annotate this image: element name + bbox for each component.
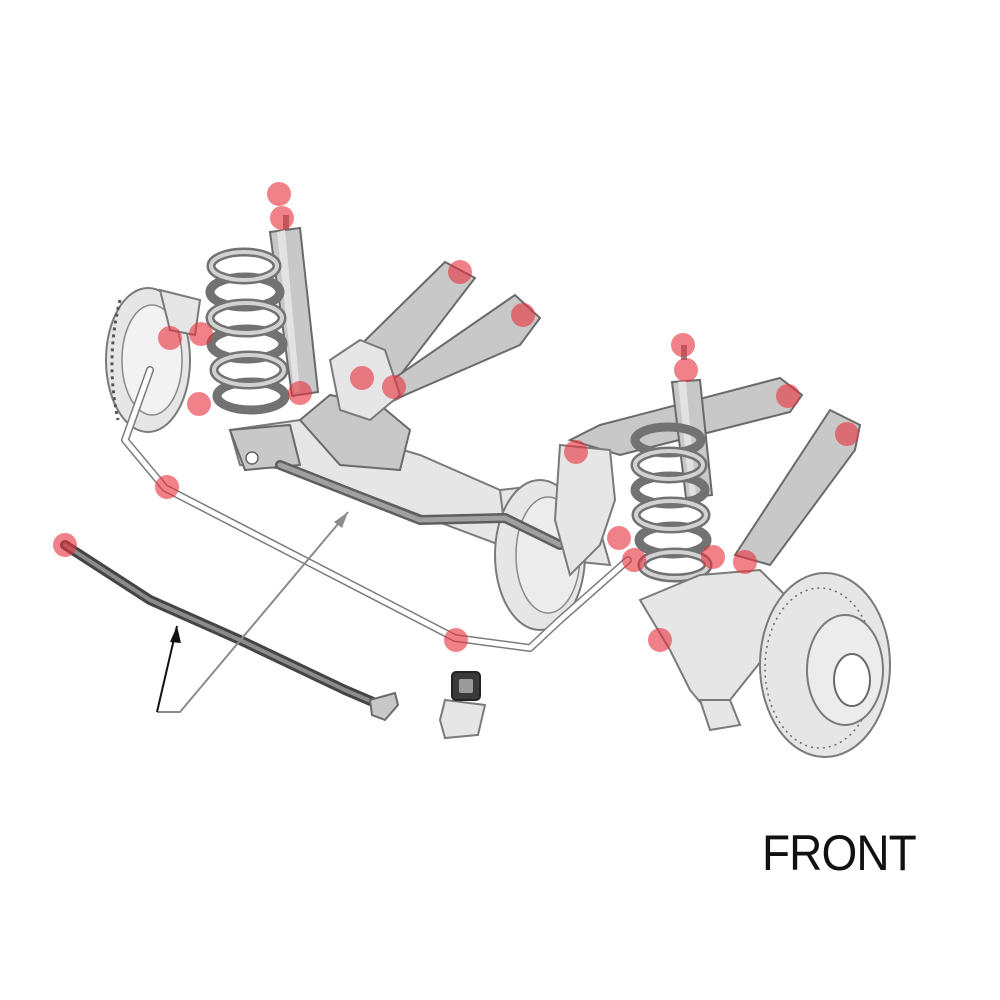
marker-left-arm-axle-upper <box>350 366 374 390</box>
loose-track-bar <box>60 540 400 722</box>
upper-control-arms-left <box>328 260 542 422</box>
marker-right-arm-axle <box>564 440 588 464</box>
marker-sway-bar-center <box>444 628 468 652</box>
marker-left-upper-arm-frame <box>448 260 472 284</box>
marker-left-shock-upper <box>270 206 294 230</box>
bushing-bracket <box>438 671 487 740</box>
marker-right-lower-arm-frame <box>835 422 859 446</box>
marker-left-arm-axle-lower <box>382 375 406 399</box>
right-coil-spring <box>630 422 713 583</box>
marker-right-shock-top <box>671 333 695 357</box>
marker-right-knuckle-lower <box>648 628 672 652</box>
marker-right-lower-arm-axle <box>733 550 757 574</box>
highlight-markers <box>53 182 859 652</box>
marker-right-upper-arm-frame <box>776 384 800 408</box>
marker-loose-track-bar-end <box>53 533 77 557</box>
marker-left-knuckle-upper <box>158 326 182 350</box>
marker-sway-bar-left <box>155 475 179 499</box>
marker-left-shock-lower <box>288 381 312 405</box>
pointer-arrows <box>156 511 349 713</box>
marker-right-shock-upper <box>674 358 698 382</box>
marker-left-lower-arm-frame <box>511 303 535 327</box>
front-label: FRONT <box>762 825 917 881</box>
marker-right-shock-lower <box>701 545 725 569</box>
axle-housing <box>228 393 612 631</box>
left-coil-spring <box>205 247 290 415</box>
track-bar <box>275 460 565 550</box>
marker-right-sway-mount <box>607 526 631 550</box>
left-brake-rotor <box>105 287 202 433</box>
marker-left-shock-top <box>267 182 291 206</box>
right-steering-knuckle <box>638 568 792 732</box>
right-brake-rotor <box>759 572 891 758</box>
marker-left-knuckle-joint <box>189 322 213 346</box>
marker-left-sway-link <box>187 392 211 416</box>
marker-right-sway-link <box>622 548 646 572</box>
